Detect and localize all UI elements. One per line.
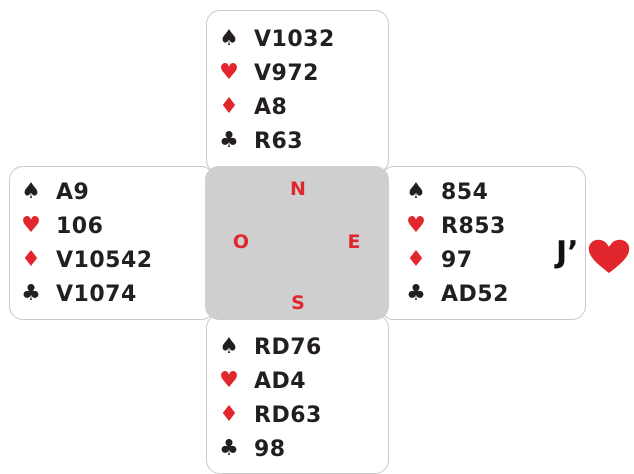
diamond-icon: ♦ (21, 247, 41, 272)
club-icon: ♣ (406, 281, 426, 306)
hearts-row: ♥ R853 (404, 209, 509, 243)
spades-cards: A9 (56, 179, 90, 205)
hearts-row: ♥ 106 (19, 209, 153, 243)
clubs-cards: AD52 (441, 281, 509, 307)
heart-icon: ♥ (406, 213, 426, 238)
spades-cards: RD76 (254, 334, 322, 360)
clubs-cards: R63 (254, 128, 304, 154)
diamonds-cards: A8 (254, 94, 288, 120)
west-hand-panel (9, 166, 215, 320)
spade-icon: ♠ (406, 179, 426, 204)
spade-icon: ♠ (219, 334, 239, 359)
spades-cards: 854 (441, 179, 489, 205)
hearts-cards: AD4 (254, 368, 307, 394)
heart-icon: ♥ (219, 60, 239, 85)
clubs-cards: 98 (254, 436, 286, 462)
spade-icon: ♠ (21, 179, 41, 204)
diamonds-row: ♦ A8 (217, 90, 335, 124)
east-hand: ♠ 854 ♥ R853 ♦ 97 ♣ AD52 (404, 175, 509, 311)
diamonds-cards: 97 (441, 247, 473, 273)
club-icon: ♣ (219, 128, 239, 153)
diamond-icon: ♦ (219, 94, 239, 119)
direction-north: N (290, 178, 306, 200)
hearts-row: ♥ V972 (217, 56, 335, 90)
diamonds-row: ♦ 97 (404, 243, 509, 277)
club-icon: ♣ (21, 281, 41, 306)
clubs-row: ♣ R63 (217, 124, 335, 158)
hearts-cards: 106 (56, 213, 104, 239)
heart-icon: ♥ (21, 213, 41, 238)
hearts-cards: V972 (254, 60, 319, 86)
heart-icon: ♥ (219, 368, 239, 393)
north-hand: ♠ V1032 ♥ V972 ♦ A8 ♣ R63 (217, 22, 335, 158)
direction-west: O (232, 231, 250, 253)
south-hand: ♠ RD76 ♥ AD4 ♦ RD63 ♣ 98 (217, 330, 322, 466)
west-hand: ♠ A9 ♥ 106 ♦ V10542 ♣ V1074 (19, 175, 153, 311)
spades-row: ♠ V1032 (217, 22, 335, 56)
compass-table (205, 166, 389, 320)
clubs-cards: V1074 (56, 281, 137, 307)
spades-cards: V1032 (254, 26, 335, 52)
east-hand-panel (380, 166, 586, 320)
diamond-icon: ♦ (219, 402, 239, 427)
direction-east: E (347, 231, 361, 253)
direction-south: S (291, 292, 305, 314)
diamonds-row: ♦ RD63 (217, 398, 322, 432)
clubs-row: ♣ V1074 (19, 277, 153, 311)
diamonds-cards: V10542 (56, 247, 153, 273)
hearts-cards: R853 (441, 213, 506, 239)
north-hand-panel (206, 10, 389, 174)
logo-text: J’ (556, 235, 579, 270)
spades-row: ♠ A9 (19, 175, 153, 209)
clubs-row: ♣ 98 (217, 432, 322, 466)
south-hand-panel (206, 314, 389, 474)
spades-row: ♠ RD76 (217, 330, 322, 364)
spade-icon: ♠ (219, 26, 239, 51)
clubs-row: ♣ AD52 (404, 277, 509, 311)
diamonds-row: ♦ V10542 (19, 243, 153, 277)
diamond-icon: ♦ (406, 247, 426, 272)
hearts-row: ♥ AD4 (217, 364, 322, 398)
club-icon: ♣ (219, 436, 239, 461)
diamonds-cards: RD63 (254, 402, 322, 428)
spades-row: ♠ 854 (404, 175, 509, 209)
heart-icon (587, 238, 631, 275)
